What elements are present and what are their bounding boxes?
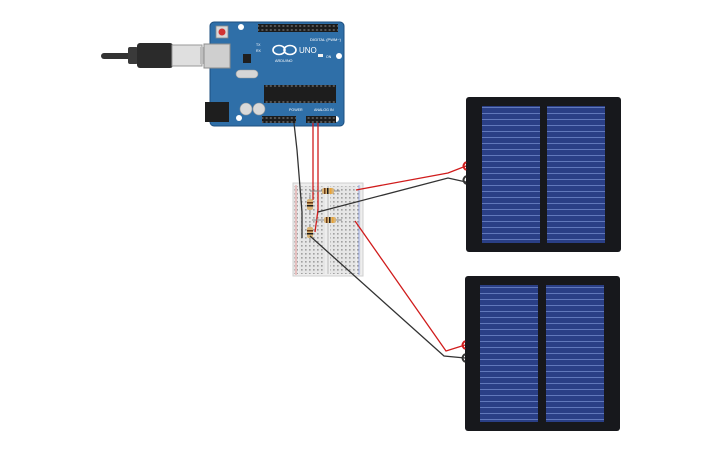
solar-panel-1-cells-right bbox=[547, 106, 605, 243]
solar-panel-2-cells-right bbox=[546, 285, 604, 422]
usb-jack bbox=[203, 43, 231, 69]
usb-cable[interactable] bbox=[101, 43, 212, 68]
solar-panel-1-terminal-positive bbox=[462, 161, 467, 171]
solar-panel-2-terminal-positive bbox=[461, 340, 466, 350]
crystal bbox=[235, 69, 259, 79]
resistor-vertical-2[interactable] bbox=[307, 224, 313, 242]
breadboard[interactable] bbox=[292, 182, 364, 277]
rx-label: RX bbox=[256, 49, 262, 53]
solar-panel-2-cells-left bbox=[480, 285, 538, 422]
usb-chip bbox=[243, 54, 251, 63]
capacitor-right bbox=[252, 102, 266, 116]
digital-header[interactable] bbox=[258, 24, 338, 32]
solar-panel-1-cells-left bbox=[482, 106, 540, 243]
solar-panel-1[interactable] bbox=[462, 97, 622, 252]
tx-label: TX bbox=[256, 43, 261, 47]
power-header-label: POWER bbox=[289, 108, 303, 112]
solar-panel-1-terminal-negative bbox=[462, 175, 467, 185]
arduino-logo: UNO ARDUINO bbox=[272, 44, 317, 63]
on-led bbox=[318, 54, 323, 57]
arduino-uno-board[interactable]: DIGITAL (PWM~) POWER ANALOG IN UNO ARDUI… bbox=[203, 21, 345, 127]
digital-header-label: DIGITAL (PWM~) bbox=[310, 37, 342, 42]
wire-panel1-negative[interactable] bbox=[317, 177, 467, 213]
brand-text: ARDUINO bbox=[275, 59, 293, 63]
on-label: ON bbox=[326, 55, 332, 59]
resistor-2[interactable] bbox=[312, 217, 342, 223]
resistor-vertical-1[interactable] bbox=[307, 195, 313, 215]
power-jack bbox=[205, 102, 229, 122]
analog-header[interactable] bbox=[306, 116, 336, 123]
uno-logo-text: UNO bbox=[299, 46, 317, 55]
wire-ground-board[interactable] bbox=[293, 122, 303, 213]
atmega-chip bbox=[264, 87, 336, 101]
solar-panel-2[interactable] bbox=[461, 276, 621, 431]
analog-header-label: ANALOG IN bbox=[314, 108, 334, 112]
wire-panel2-negative[interactable] bbox=[309, 235, 466, 359]
resistor-1[interactable] bbox=[310, 188, 340, 194]
wire-analog-a1[interactable] bbox=[314, 123, 319, 233]
wire-panel2-positive[interactable] bbox=[354, 220, 466, 352]
power-header[interactable] bbox=[262, 116, 296, 123]
capacitor-left bbox=[239, 102, 253, 116]
wire-panel1-positive[interactable] bbox=[355, 165, 467, 191]
solar-panel-2-terminal-negative bbox=[461, 353, 466, 363]
